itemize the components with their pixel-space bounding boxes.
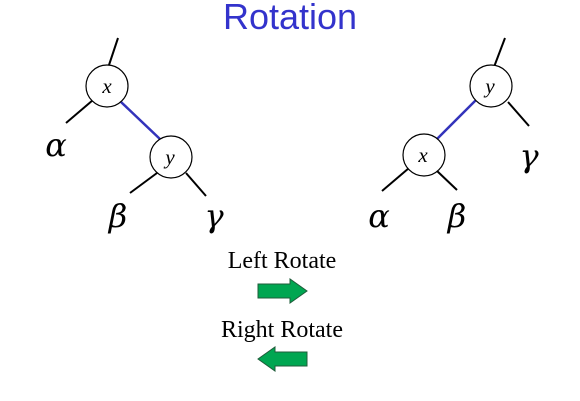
right-tree-child-node (402, 133, 446, 177)
right-tree-rotation-edge (435, 99, 477, 141)
left-tree-parent-edge (108, 37, 119, 66)
right-tree-gamma-label: γ (519, 137, 539, 175)
right-tree-beta-edge (435, 169, 458, 191)
page-title: Rotation (223, 0, 357, 37)
right-tree-root-node (469, 64, 513, 108)
left-tree-beta-edge (129, 172, 158, 194)
left-tree-alpha-edge (65, 99, 94, 124)
right-tree-alpha-label: α (368, 197, 390, 235)
left-arrow-icon[interactable] (257, 346, 308, 372)
left-tree-beta-label: β (108, 197, 128, 235)
right-tree-child-label: x (417, 143, 428, 167)
right-tree-parent-edge (493, 37, 506, 68)
left-tree-gamma-label: γ (204, 197, 224, 235)
right-tree: y x α β γ (368, 37, 539, 235)
left-tree-gamma-edge (185, 172, 207, 197)
right-tree-gamma-edge (507, 101, 530, 127)
left-tree-child-node (149, 135, 193, 179)
left-tree: x y α β γ (45, 37, 224, 235)
left-rotate-label: Left Rotate (228, 248, 337, 274)
left-tree-child-label: y (163, 145, 175, 169)
right-tree-root-label: y (483, 74, 495, 98)
right-arrow-icon[interactable] (257, 278, 308, 304)
right-tree-alpha-edge (381, 167, 410, 192)
left-tree-alpha-label: α (45, 126, 67, 164)
right-tree-beta-label: β (447, 197, 467, 235)
right-rotate-label: Right Rotate (221, 317, 343, 343)
left-tree-rotation-edge (120, 101, 162, 141)
left-tree-root-node (85, 64, 129, 108)
left-tree-root-label: x (101, 74, 112, 98)
